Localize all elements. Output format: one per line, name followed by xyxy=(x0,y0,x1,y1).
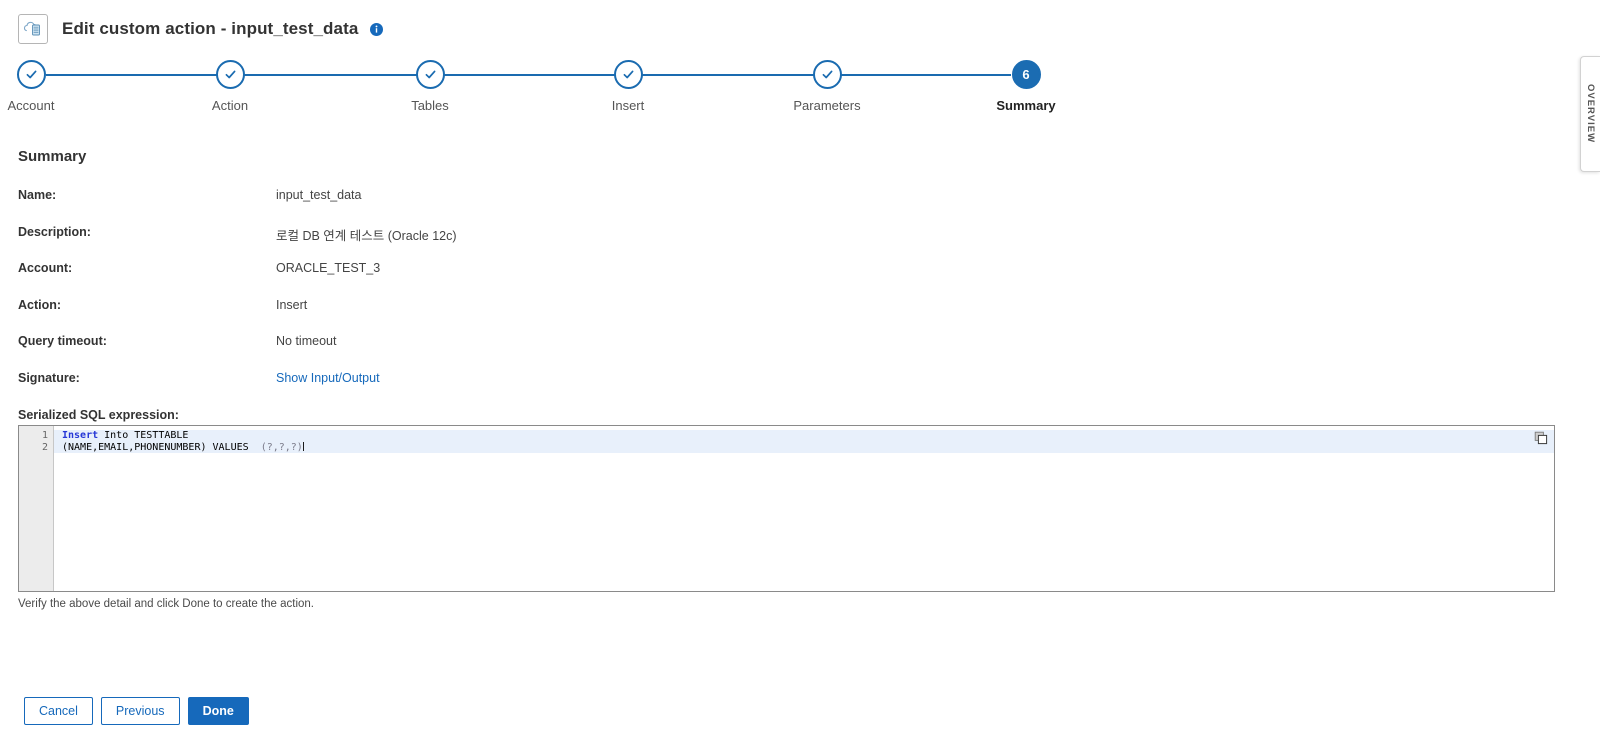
detail-label: Signature: xyxy=(18,370,80,385)
text-caret xyxy=(302,441,304,451)
sql-placeholders: (?,?,?) xyxy=(260,441,303,453)
section-title: Summary xyxy=(18,148,87,165)
step-label: Parameters xyxy=(793,98,861,113)
hint-text: Verify the above detail and click Done t… xyxy=(18,598,314,610)
overview-panel-label: OVERVIEW xyxy=(1585,84,1596,144)
detail-value: input_test_data xyxy=(276,188,362,202)
wizard-stepper: Account Action Tables Insert Parameters xyxy=(0,60,1540,120)
previous-button[interactable]: Previous xyxy=(100,697,180,725)
step-label: Action xyxy=(211,98,249,113)
cancel-button[interactable]: Cancel xyxy=(24,697,93,725)
line-number: 1 xyxy=(41,430,48,441)
detail-value: Insert xyxy=(276,297,308,312)
step-tables[interactable]: Tables xyxy=(375,60,485,113)
step-indicator-check xyxy=(16,60,46,89)
step-action[interactable]: Action xyxy=(175,60,285,113)
detail-value: ORACLE_TEST_3 xyxy=(276,261,381,275)
step-insert[interactable]: Insert xyxy=(573,60,683,113)
editor-code-area[interactable]: Insert Into TESTTABLE (NAME,EMAIL,PHONEN… xyxy=(54,426,1554,591)
step-parameters[interactable]: Parameters xyxy=(772,60,882,113)
summary-detail-list: Name: input_test_data Description: 로컬 DB… xyxy=(18,188,918,407)
copy-icon[interactable] xyxy=(1534,431,1548,450)
page-title: Edit custom action - input_test_data xyxy=(62,19,359,38)
footer-actions: Cancel Previous Done xyxy=(24,697,249,725)
done-button[interactable]: Done xyxy=(187,697,249,725)
step-indicator-check xyxy=(215,60,245,89)
detail-label: Account: xyxy=(18,261,73,275)
info-icon[interactable] xyxy=(370,22,384,36)
detail-row-query-timeout: Query timeout: No timeout xyxy=(18,334,918,371)
line-number: 2 xyxy=(41,441,48,453)
sql-expression-label: Serialized SQL expression: xyxy=(18,408,179,422)
step-label: Summary xyxy=(996,98,1056,113)
step-label: Account xyxy=(7,98,55,113)
step-account[interactable]: Account xyxy=(0,60,86,113)
cloud-database-icon xyxy=(18,14,48,44)
step-indicator-check xyxy=(415,60,445,89)
step-indicator-check xyxy=(613,60,643,89)
page-header: Edit custom action - input_test_data xyxy=(18,14,384,44)
step-indicator-check xyxy=(812,60,842,89)
sql-text: Into TESTTABLE xyxy=(98,430,189,441)
detail-row-signature: Signature: Show Input/Output xyxy=(18,371,918,408)
detail-label: Name: xyxy=(18,188,57,202)
detail-label: Description: xyxy=(18,224,91,239)
detail-row-action: Action: Insert xyxy=(18,298,918,335)
step-label: Tables xyxy=(411,98,449,113)
stepper-connector-line xyxy=(46,74,1011,76)
detail-value: No timeout xyxy=(276,334,337,348)
step-indicator-number: 6 xyxy=(1011,60,1041,89)
step-summary[interactable]: 6 Summary xyxy=(971,60,1081,113)
overview-panel-tab[interactable]: OVERVIEW xyxy=(1580,56,1600,172)
detail-row-description: Description: 로컬 DB 연계 테스트 (Oracle 12c) xyxy=(18,225,918,262)
detail-label: Action: xyxy=(18,297,62,312)
code-line: (NAME,EMAIL,PHONENUMBER) VALUES (?,?,?) xyxy=(54,441,1554,453)
detail-row-account: Account: ORACLE_TEST_3 xyxy=(18,261,918,298)
sql-keyword: Insert xyxy=(62,430,99,441)
detail-label: Query timeout: xyxy=(18,334,107,348)
code-line: Insert Into TESTTABLE xyxy=(54,430,1554,442)
editor-gutter: 1 2 xyxy=(19,426,54,591)
show-input-output-link[interactable]: Show Input/Output xyxy=(276,370,380,385)
sql-text: (NAME,EMAIL,PHONENUMBER) VALUES xyxy=(62,441,261,453)
sql-editor[interactable]: 1 2 Insert Into TESTTABLE (NAME,EMAIL,PH… xyxy=(18,425,1555,592)
detail-row-name: Name: input_test_data xyxy=(18,188,918,225)
step-label: Insert xyxy=(611,98,645,113)
detail-value: 로컬 DB 연계 테스트 (Oracle 12c) xyxy=(276,228,457,243)
